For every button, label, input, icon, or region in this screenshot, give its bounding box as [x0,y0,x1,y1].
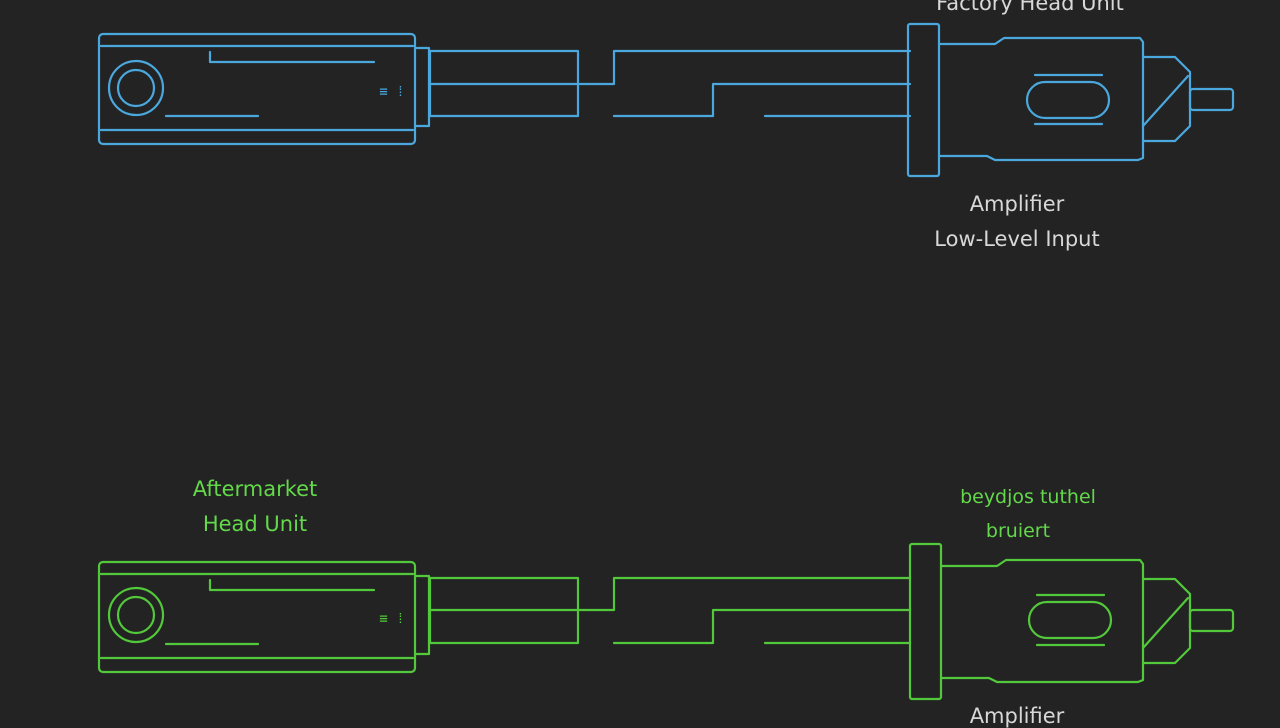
device-mark: ≡ ⁞ [379,611,404,627]
factory-head-unit-label: Factory Head Unit [936,0,1124,15]
aftermarket-head-unit: ≡ ⁞ [97,560,431,674]
volume-knob [107,59,165,117]
device-mark: ≡ ⁞ [379,84,404,100]
head-unit-label: Head Unit [202,512,308,536]
factory-wiring-assembly: ≡ ⁞ [97,22,1235,178]
volume-knob [107,586,165,644]
amplifier-label-bottom: Amplifier [969,704,1065,728]
amplifier-connector [906,22,1235,178]
connector-label-line1: beydjos tuthel [960,486,1096,508]
connector-label-line2: bruiert [985,520,1051,542]
aftermarket-label: Aftermarket [192,477,318,501]
amplifier-label: Amplifier [969,192,1065,216]
aftermarket-harness-cable [428,576,912,645]
low-level-input-label: Low-Level Input [934,227,1100,251]
factory-head-unit: ≡ ⁞ [97,32,431,146]
amplifier-connector [908,542,1235,701]
aftermarket-wiring-assembly: ≡ ⁞ [97,542,1235,701]
factory-harness-cable [428,49,912,118]
